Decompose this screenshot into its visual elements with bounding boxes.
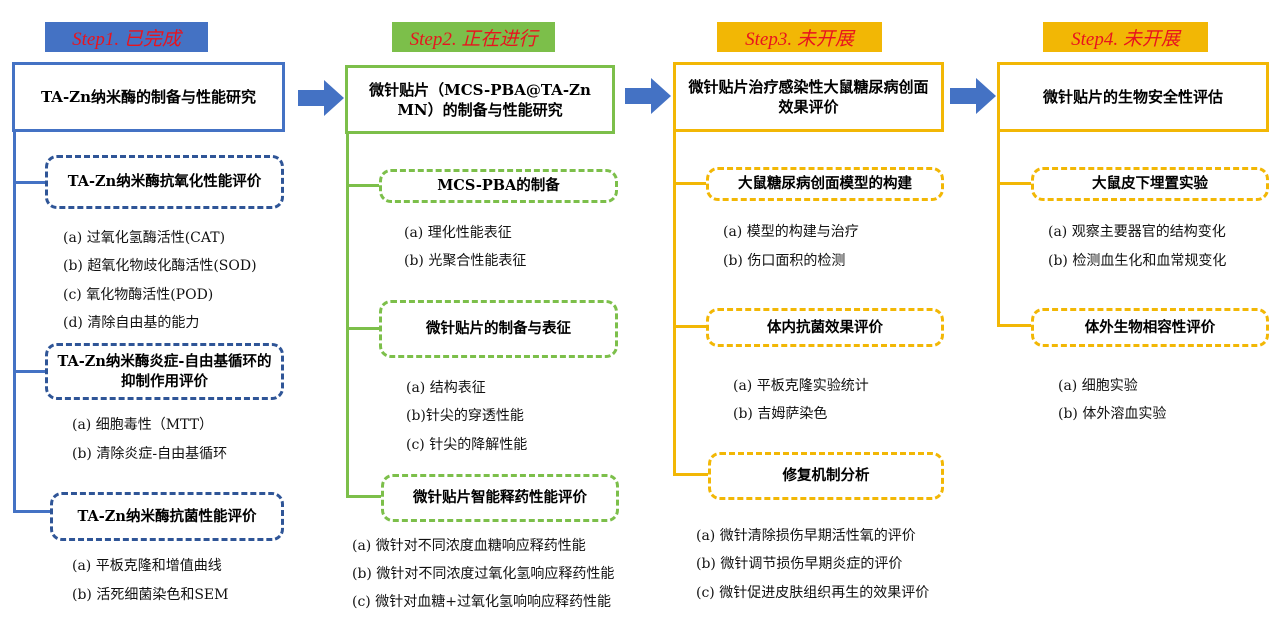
list-item: (c) 微针对血糖+过氧化氢响响应释药性能	[352, 594, 611, 610]
connector-line	[13, 510, 51, 513]
connector-line	[346, 327, 380, 330]
connector-line	[673, 182, 707, 185]
step3-main-box: 微针贴片治疗感染性大鼠糖尿病创面效果评价	[673, 62, 944, 132]
connector-line	[673, 473, 709, 476]
list-item: (b) 吉姆萨染色	[733, 406, 828, 422]
list-item: (b) 微针调节损伤早期炎症的评价	[696, 556, 903, 572]
step1-label: Step1. 已完成	[45, 22, 208, 52]
list-item: (a) 模型的构建与治疗	[723, 224, 859, 240]
list-item: (a) 理化性能表征	[404, 225, 512, 241]
step2-group-2: 微针贴片的制备与表征	[379, 300, 618, 358]
list-item: (c) 针尖的降解性能	[406, 437, 528, 453]
step1-group-3: TA-Zn纳米酶抗菌性能评价	[50, 492, 284, 541]
connector-line	[997, 324, 1032, 327]
list-item: (a) 平板克隆实验统计	[733, 378, 869, 394]
connector-line	[13, 181, 47, 184]
step2-main-box: 微针贴片（MCS-PBA@TA-Zn MN）的制备与性能研究	[345, 65, 615, 134]
step1-group-1: TA-Zn纳米酶抗氧化性能评价	[45, 155, 284, 209]
list-item: (a) 微针清除损伤早期活性氧的评价	[696, 528, 916, 544]
arrow-right-icon	[625, 78, 671, 114]
list-item: (c) 微针促进皮肤组织再生的效果评价	[696, 585, 930, 601]
list-item: (b) 体外溶血实验	[1058, 406, 1167, 422]
connector-line	[997, 130, 1000, 327]
arrow-right-icon	[950, 78, 996, 114]
step3-label: Step3. 未开展	[717, 22, 882, 52]
list-item: (b) 活死细菌染色和SEM	[72, 587, 229, 603]
connector-line	[346, 184, 380, 187]
connector-line	[346, 132, 349, 497]
list-item: (a) 细胞毒性（MTT）	[72, 417, 213, 433]
list-item: (b) 伤口面积的检测	[723, 253, 846, 269]
connector-line	[673, 130, 676, 475]
step4-group-1: 大鼠皮下埋置实验	[1031, 167, 1269, 201]
arrow-right-icon	[298, 80, 344, 116]
list-item: (c) 氧化物酶活性(POD)	[63, 287, 214, 303]
step3-group-3: 修复机制分析	[708, 452, 944, 500]
step1-main-box: TA-Zn纳米酶的制备与性能研究	[12, 62, 285, 132]
step2-group-1: MCS-PBA的制备	[379, 169, 618, 203]
list-item: (a) 细胞实验	[1058, 378, 1138, 394]
list-item: (a) 微针对不同浓度血糖响应释药性能	[352, 538, 586, 554]
step2-label: Step2. 正在进行	[392, 22, 555, 52]
list-item: (d) 清除自由基的能力	[63, 315, 200, 331]
connector-line	[673, 325, 707, 328]
list-item: (b) 微针对不同浓度过氧化氢响应释药性能	[352, 566, 615, 582]
connector-line	[13, 370, 47, 373]
connector-line	[997, 182, 1032, 185]
list-item: (b) 光聚合性能表征	[404, 253, 527, 269]
list-item: (b) 检测血生化和血常规变化	[1048, 253, 1227, 269]
list-item: (b) 清除炎症-自由基循环	[72, 446, 228, 462]
step2-group-3: 微针贴片智能释药性能评价	[381, 474, 619, 522]
list-item: (b) 超氧化物歧化酶活性(SOD)	[63, 258, 257, 274]
list-item: (a) 观察主要器官的结构变化	[1048, 224, 1226, 240]
list-item: (a) 过氧化氢酶活性(CAT)	[63, 230, 226, 246]
step4-group-2: 体外生物相容性评价	[1031, 308, 1269, 347]
step1-group-2: TA-Zn纳米酶炎症-自由基循环的抑制作用评价	[45, 343, 284, 400]
connector-line	[346, 495, 382, 498]
connector-line	[13, 130, 16, 512]
list-item: (b)针尖的穿透性能	[406, 408, 524, 424]
list-item: (a) 平板克隆和增值曲线	[72, 558, 222, 574]
step3-group-2: 体内抗菌效果评价	[706, 308, 944, 347]
step4-main-box: 微针贴片的生物安全性评估	[997, 62, 1269, 132]
step4-label: Step4. 未开展	[1043, 22, 1208, 52]
list-item: (a) 结构表征	[406, 380, 486, 396]
step3-group-1: 大鼠糖尿病创面模型的构建	[706, 167, 944, 201]
